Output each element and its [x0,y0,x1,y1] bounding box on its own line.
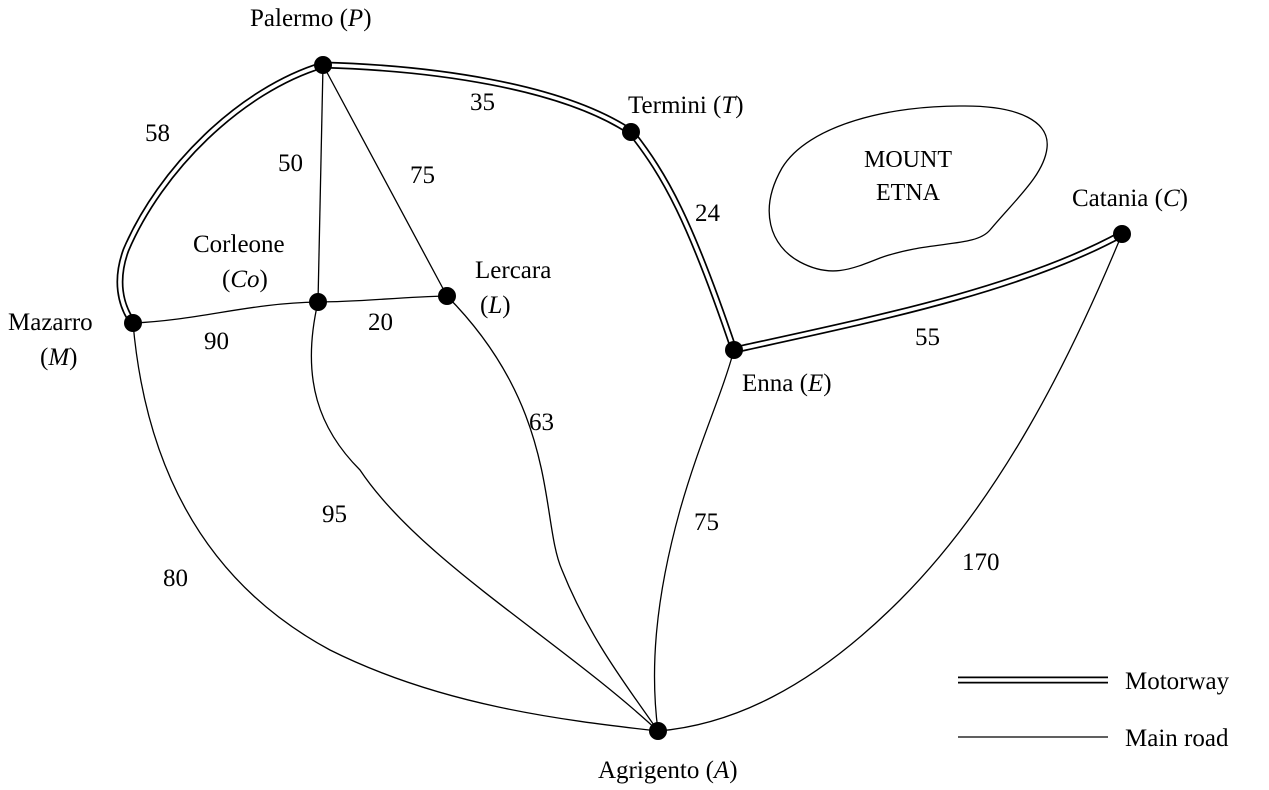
distance-corleone-lercara: 20 [368,309,393,336]
node-mazarro [124,314,142,332]
node-palermo [314,56,332,74]
label-corleone-name: Corleone [193,231,285,258]
node-termini [622,123,640,141]
motorway-termini-enna [628,129,738,352]
distance-palermo-corleone: 50 [278,150,303,177]
mount-etna-outline [768,105,1048,272]
etna-label-line2: ETNA [876,180,941,206]
distance-palermo-mazarro: 58 [145,120,170,147]
road-mazarro-agrigento [132,322,659,732]
distance-corleone-agrigento: 95 [322,501,347,528]
legend-motorway-label: Motorway [1125,668,1230,695]
distance-termini-enna: 24 [695,200,721,227]
road-lercara-agrigento [446,295,659,732]
distance-palermo-lercara: 75 [410,162,435,189]
legend-main-road-label: Main road [1125,725,1229,752]
label-lercara-abbr: (L) [480,292,511,319]
road-palermo-corleone [317,64,324,303]
distance-mazarro-corleone: 90 [204,328,229,355]
distance-enna-catania: 55 [915,324,940,351]
node-enna [725,341,743,359]
road-mazarro-corleone [132,301,319,324]
node-corleone [309,293,327,311]
node-catania [1113,225,1131,243]
motorway-palermo-mazarro [116,61,325,326]
label-agrigento: Agrigento (A) [598,757,738,784]
road-corleone-agrigento [310,301,659,732]
label-corleone-abbr: (Co) [222,266,268,293]
distance-catania-agrigento: 170 [962,549,1000,576]
node-agrigento [649,722,667,740]
node-lercara [438,287,456,305]
distance-enna-agrigento: 75 [694,509,719,536]
label-mazarro-abbr: (M) [40,344,77,371]
motorway-enna-catania [733,230,1124,354]
distance-mazarro-agrigento: 80 [163,565,188,592]
distance-palermo-termini: 35 [470,89,495,116]
road-corleone-lercara [317,295,448,303]
road-enna-agrigento [653,349,735,732]
distance-lercara-agrigento: 63 [529,409,554,436]
road-catania-agrigento [657,233,1123,732]
label-enna: Enna (E) [742,370,832,397]
legend: Motorway Main road [958,668,1230,752]
label-termini: Termini (T) [628,92,744,119]
etna-label-line1: MOUNT [864,147,952,173]
road-palermo-lercara [322,64,448,297]
label-lercara-name: Lercara [475,257,551,284]
label-mazarro-name: Mazarro [8,309,93,336]
label-catania: Catania (C) [1072,185,1188,212]
label-palermo: Palermo (P) [250,5,372,32]
motorway-palermo-termini [322,61,633,135]
